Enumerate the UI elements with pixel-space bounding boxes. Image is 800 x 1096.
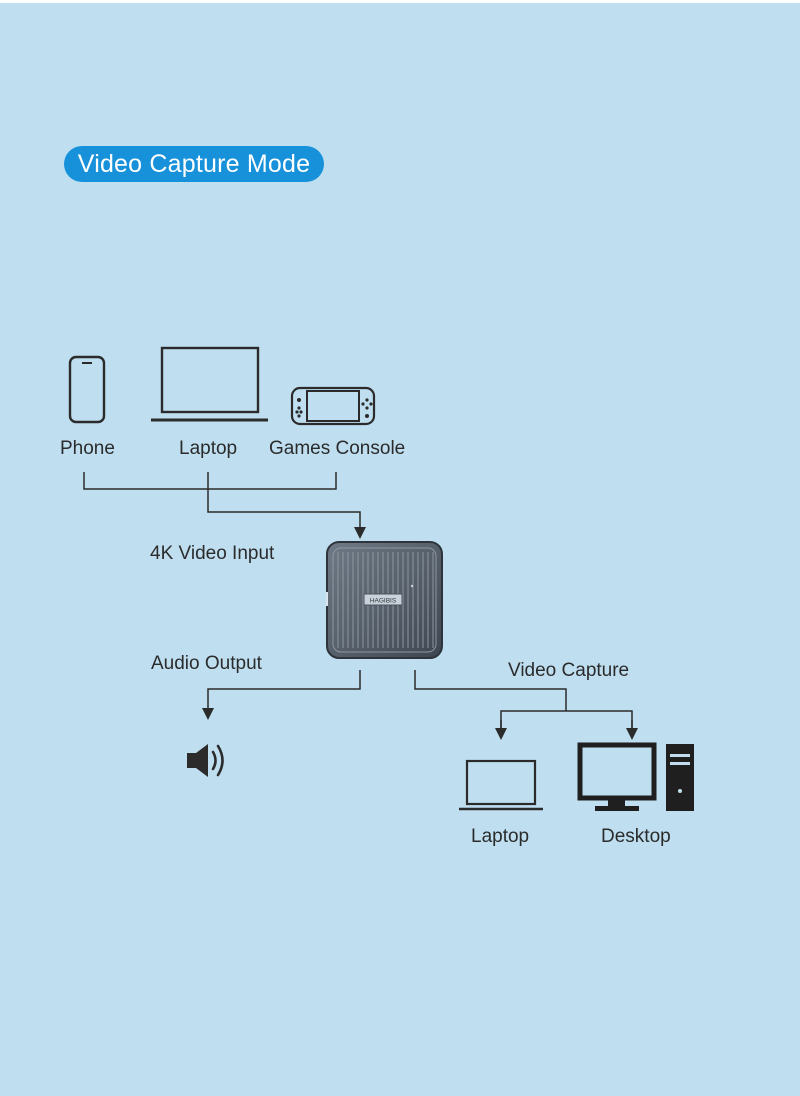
audio-output-label: Audio Output	[151, 653, 262, 674]
video-input-label: 4K Video Input	[150, 543, 275, 564]
laptop-icon	[151, 346, 268, 422]
capture-device: HAGIBIS	[326, 541, 443, 659]
desktop-icon	[577, 742, 694, 811]
mode-title-badge: Video Capture Mode	[64, 146, 324, 182]
games-console-label: Games Console	[269, 438, 406, 459]
phone-label: Phone	[60, 438, 115, 459]
device-brand: HAGIBIS	[370, 598, 397, 605]
games-console-icon	[290, 386, 376, 426]
speaker-icon	[187, 744, 224, 777]
source-connector-lines	[83, 472, 366, 539]
laptop-output-label: Laptop	[471, 826, 530, 847]
desktop-label: Desktop	[601, 826, 671, 847]
output-connector-lines	[202, 670, 638, 740]
phone-icon	[68, 355, 106, 424]
output-laptop-icon	[459, 759, 543, 811]
video-capture-label: Video Capture	[508, 660, 630, 681]
laptop-source-label: Laptop	[179, 438, 238, 459]
